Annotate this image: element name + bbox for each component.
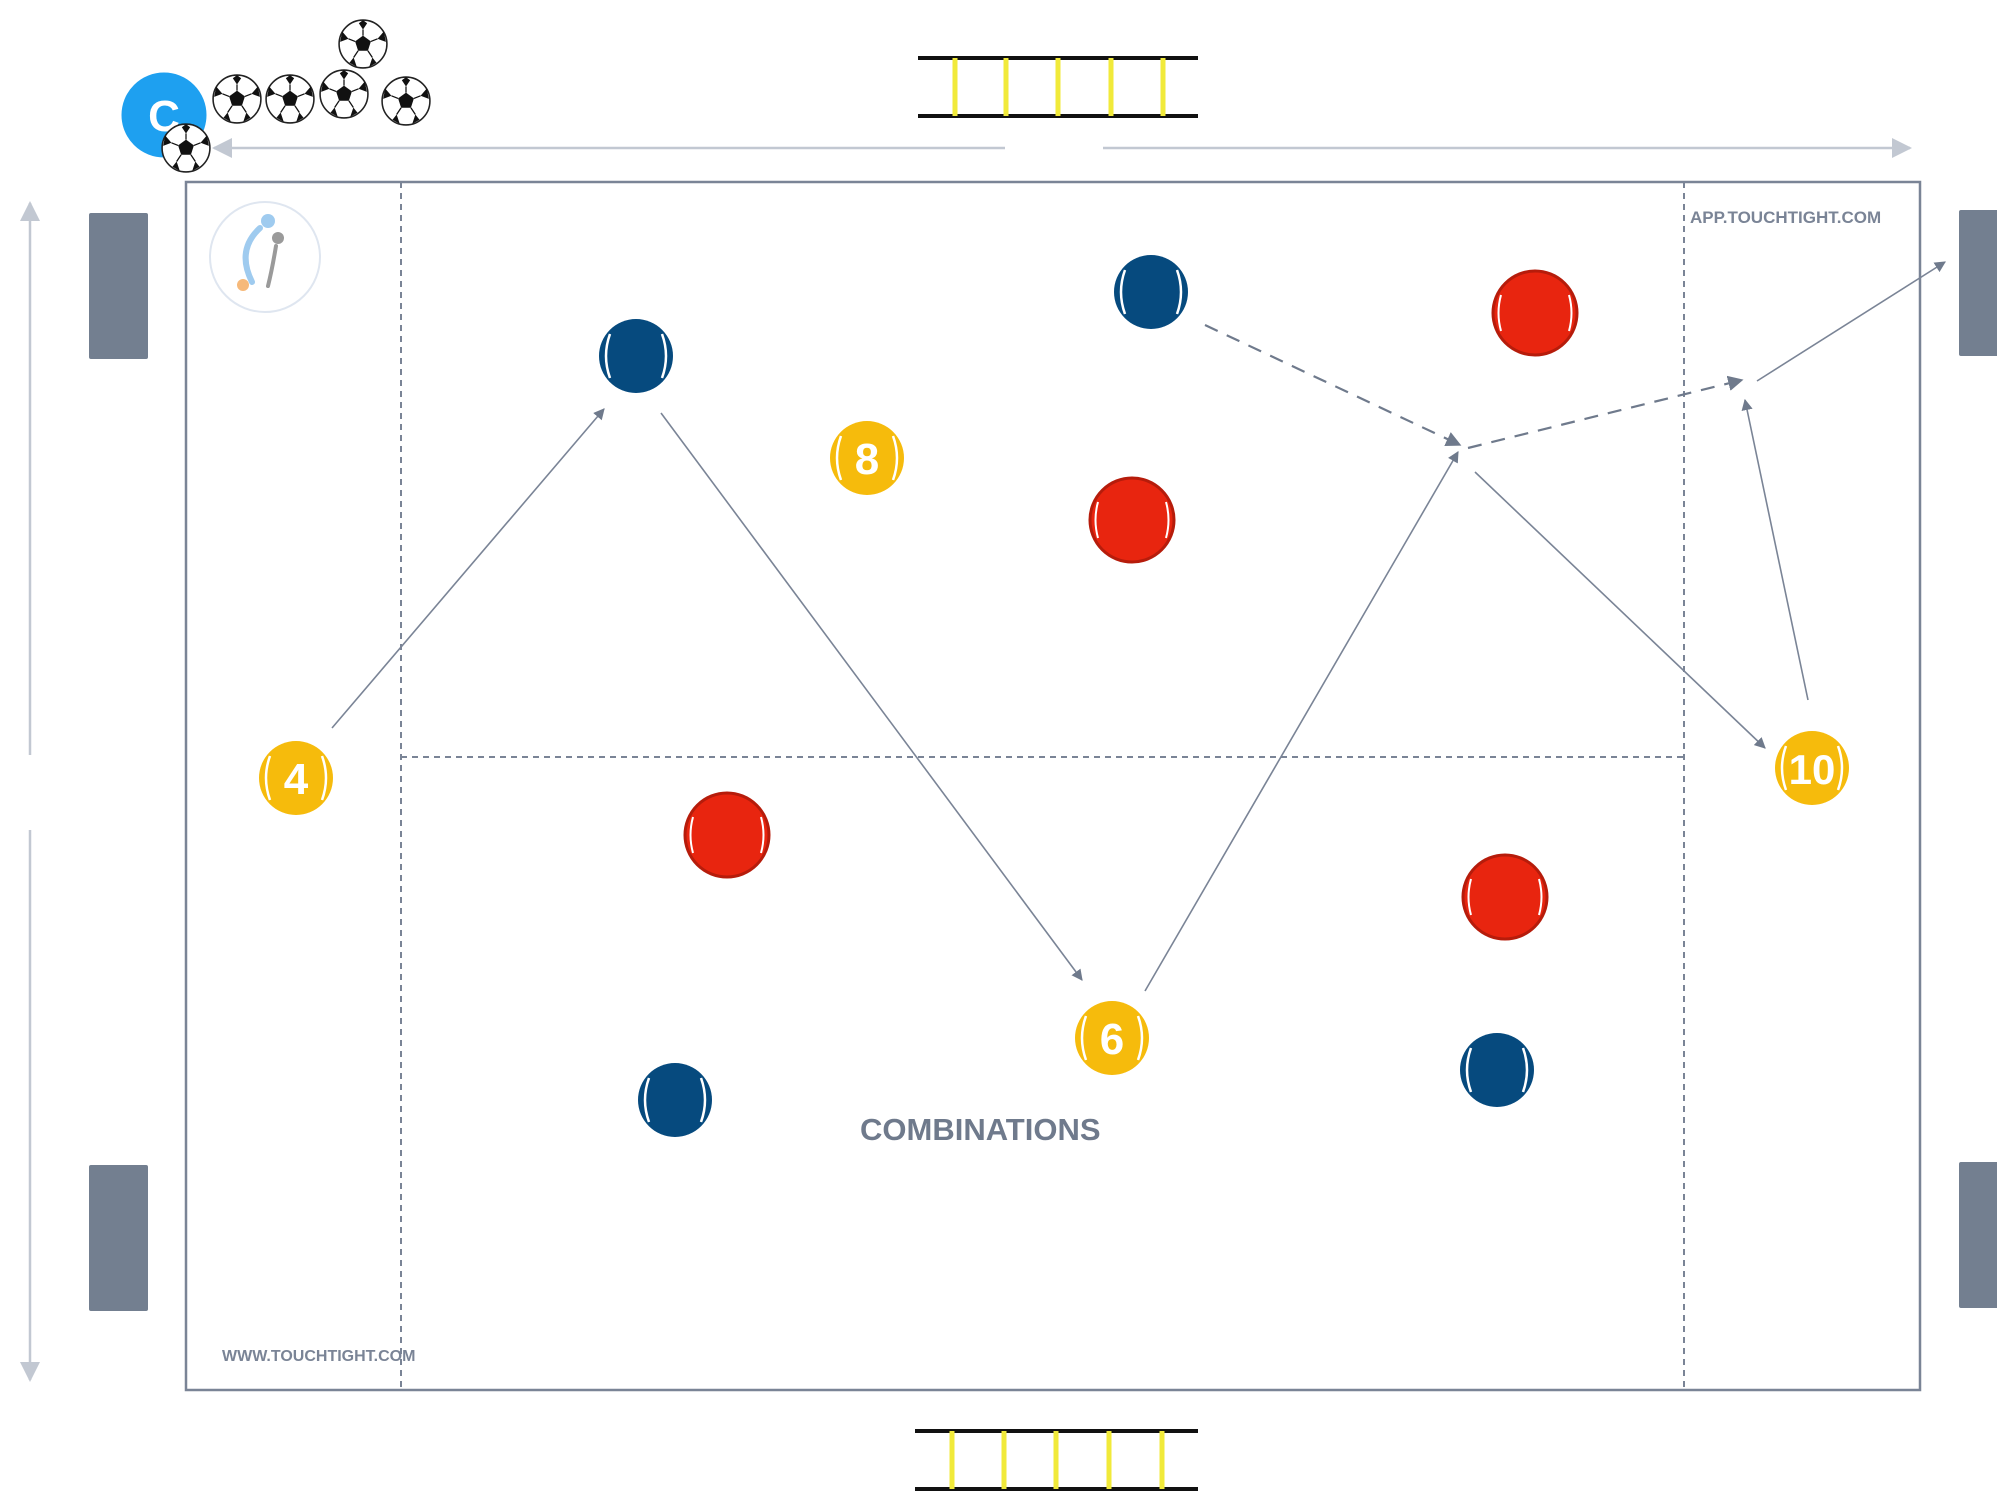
goal-right-top: [1959, 210, 1997, 356]
defender-marker: [1090, 478, 1174, 562]
pass-6-forward: [1145, 452, 1458, 991]
soccer-ball-icon: [162, 124, 210, 172]
brand-url-bottom: WWW.TOUCHTIGHT.COM: [222, 1348, 415, 1366]
defender-marker: [1463, 855, 1547, 939]
pitch-boundary: [186, 182, 1920, 1390]
agility-ladder-top: [918, 58, 1198, 116]
attacker-number: 10: [1789, 746, 1836, 793]
attacker-4: 4: [259, 741, 333, 815]
soccer-ball-icon: [213, 75, 261, 123]
defender-marker: [685, 793, 769, 877]
run-continuation: [1468, 380, 1742, 448]
neutral-marker: [599, 319, 673, 393]
attacker-number: 4: [284, 755, 309, 804]
touchtight-logo-icon: [210, 202, 320, 312]
soccer-ball-icon: [320, 70, 368, 118]
neutral-marker: [1460, 1033, 1534, 1107]
goal-left-top: [89, 213, 148, 359]
pass-10-layoff: [1745, 400, 1808, 700]
attacker-number: 8: [855, 435, 879, 484]
brand-url-top: APP.TOUCHTIGHT.COM: [1690, 208, 1881, 228]
attacker-8: 8: [830, 421, 904, 495]
agility-ladder-bottom: [915, 1431, 1198, 1489]
attacker-number: 6: [1100, 1015, 1124, 1064]
drill-title: COMBINATIONS: [860, 1112, 1101, 1148]
defender-marker: [1493, 271, 1577, 355]
attacker-6: 6: [1075, 1001, 1149, 1075]
pass-neutral-to-6: [661, 413, 1082, 980]
pass-4-to-neutral: [332, 409, 604, 728]
run-neutral: [1205, 325, 1460, 445]
soccer-ball-icon: [382, 77, 430, 125]
pass-to-10: [1475, 472, 1765, 748]
soccer-ball-icon: [266, 75, 314, 123]
attacker-10: 10: [1775, 731, 1849, 805]
neutral-marker: [1114, 255, 1188, 329]
goal-left-bottom: [89, 1165, 148, 1311]
goal-right-bottom: [1959, 1162, 1997, 1308]
neutral-marker: [638, 1063, 712, 1137]
shot-on-goal: [1757, 262, 1945, 381]
soccer-ball-icon: [339, 20, 387, 68]
